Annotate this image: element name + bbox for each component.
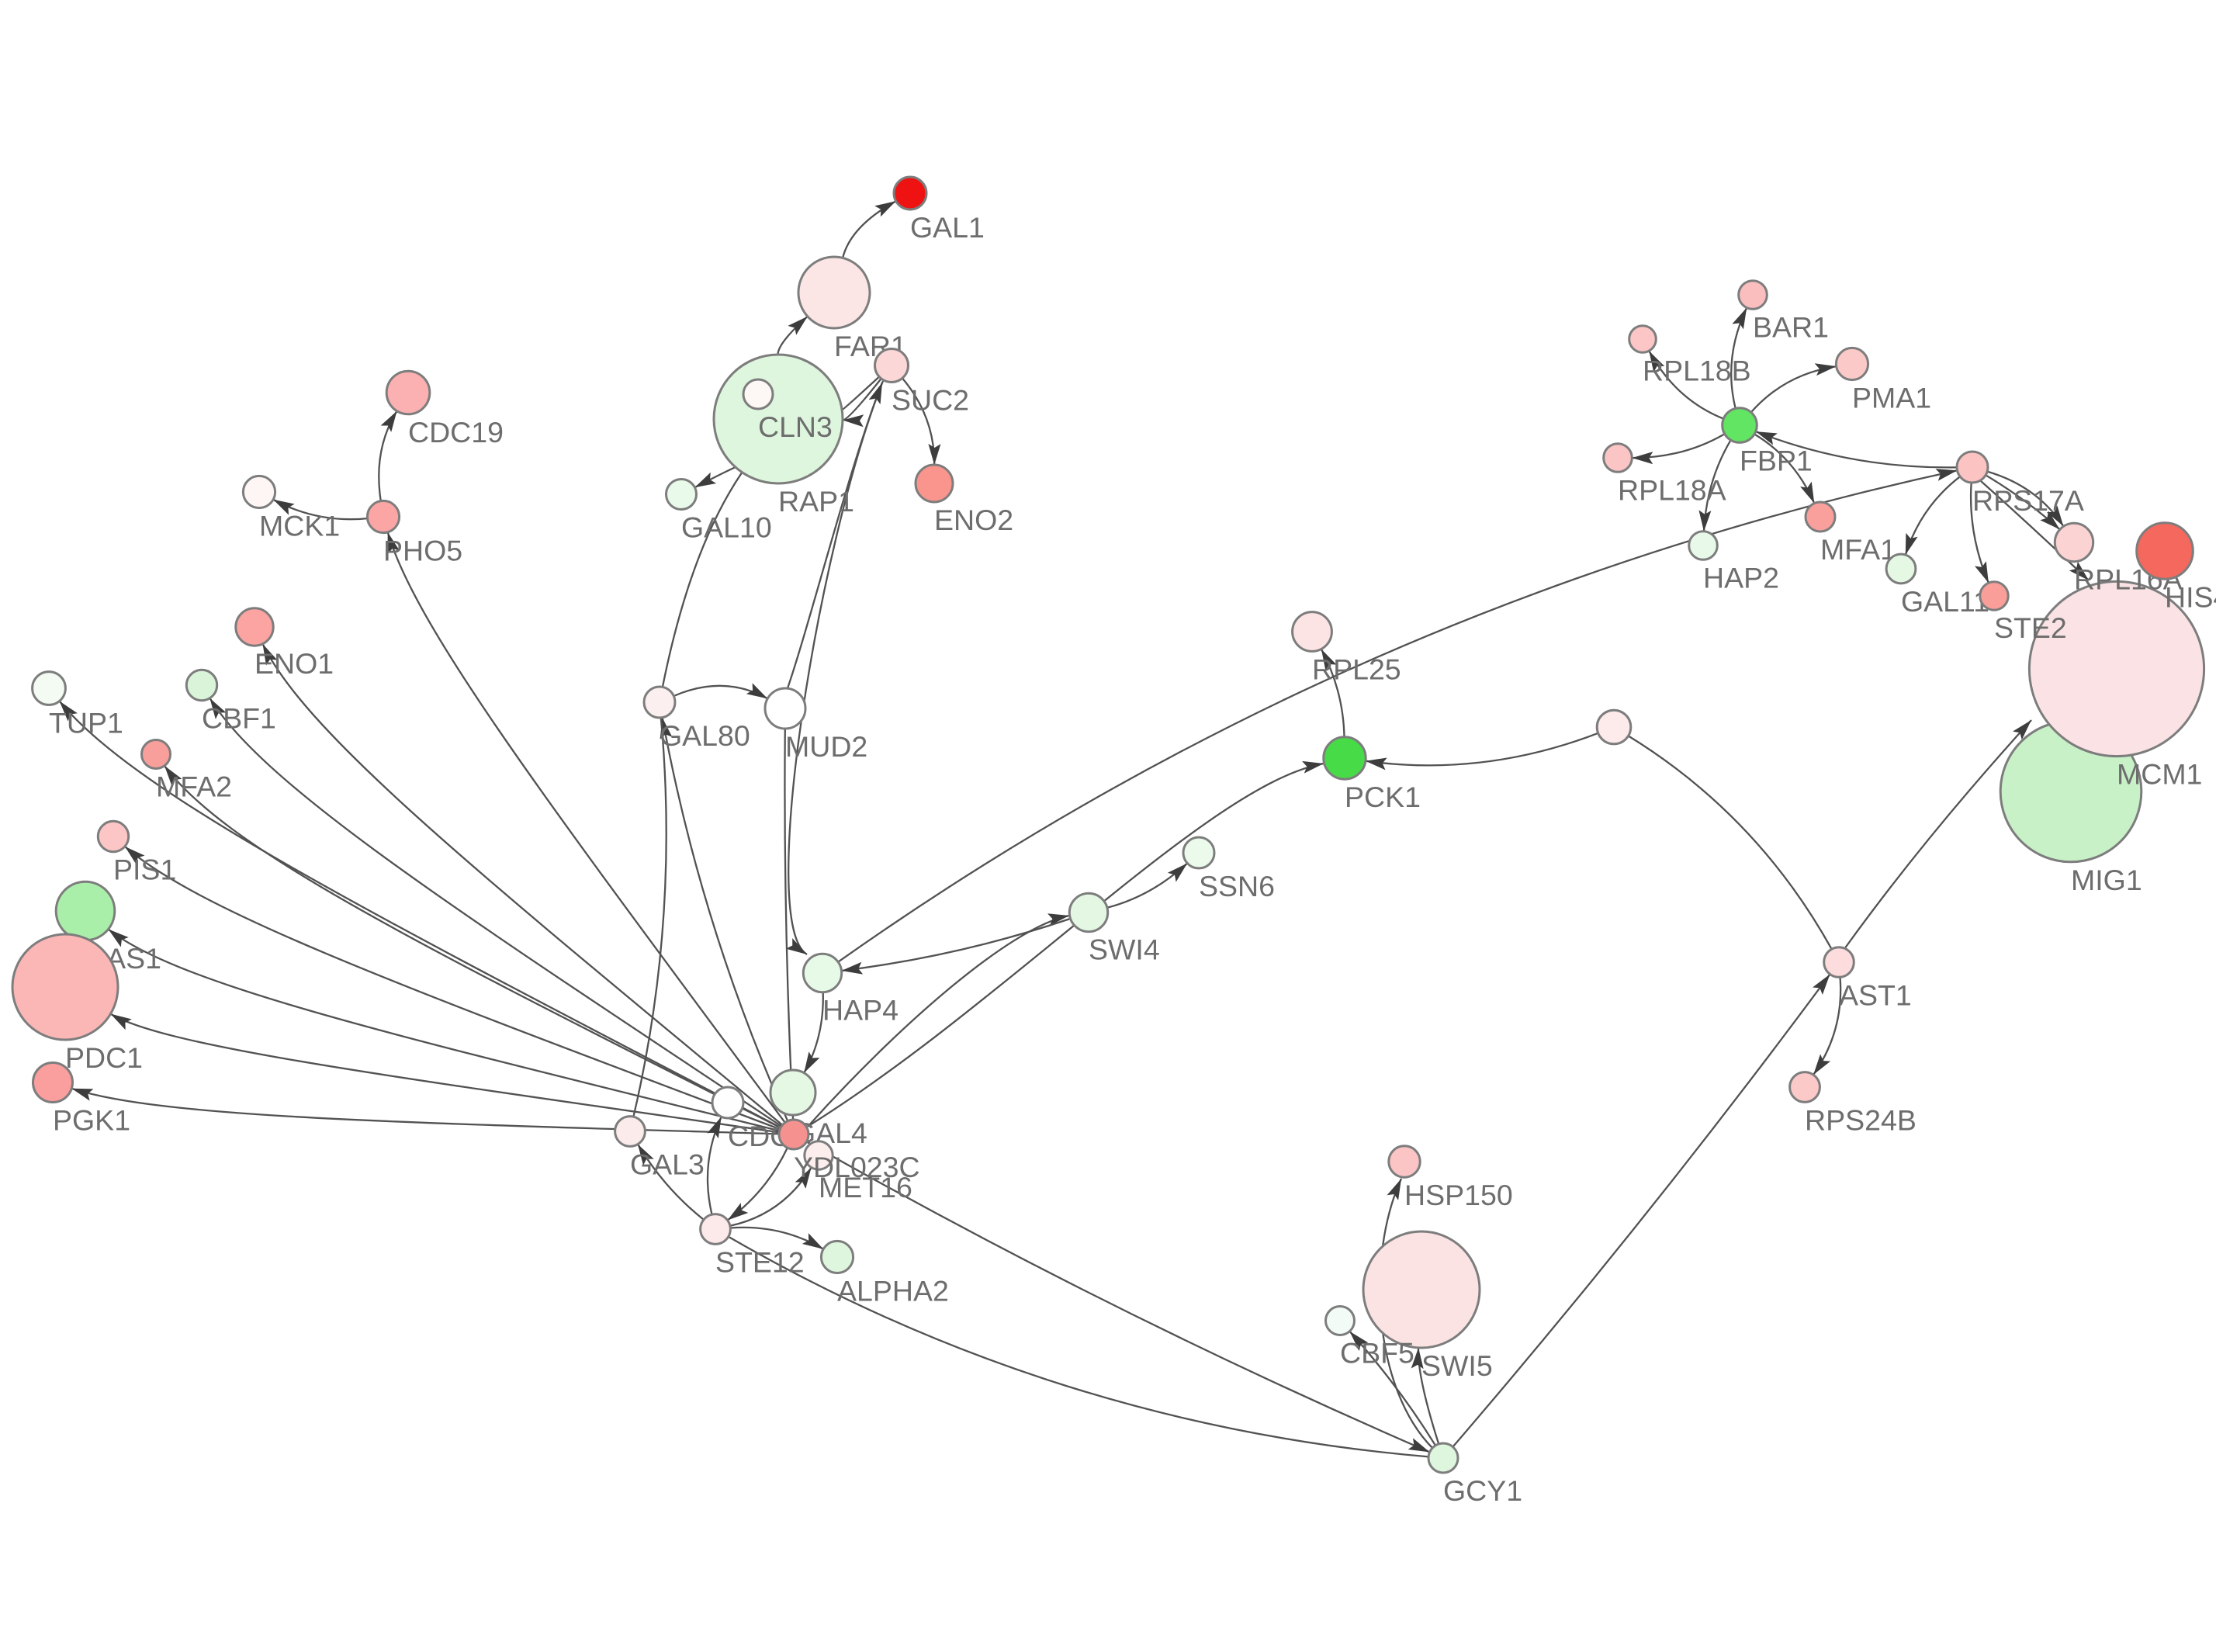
svg-text:ALPHA2: ALPHA2 <box>837 1275 949 1307</box>
svg-text:CBF5: CBF5 <box>1340 1337 1414 1370</box>
svg-text:MFA2: MFA2 <box>156 771 232 803</box>
svg-text:GAL10: GAL10 <box>681 511 772 544</box>
svg-text:ENO2: ENO2 <box>934 504 1013 536</box>
svg-text:GCY1: GCY1 <box>1443 1474 1522 1507</box>
svg-text:SUC2: SUC2 <box>892 384 969 417</box>
svg-text:BAR1: BAR1 <box>1753 310 1829 343</box>
svg-text:FBP1: FBP1 <box>1740 444 1813 476</box>
svg-text:MCM1: MCM1 <box>2117 758 2202 791</box>
svg-text:PMA1: PMA1 <box>1852 382 1931 414</box>
svg-text:YDL023C: YDL023C <box>794 1151 920 1183</box>
svg-text:RPS24B: RPS24B <box>1805 1103 1916 1136</box>
svg-text:MET16: MET16 <box>819 1171 912 1204</box>
svg-text:SSN6: SSN6 <box>1199 870 1275 902</box>
svg-text:MCK1: MCK1 <box>259 510 340 542</box>
svg-text:RPS17A: RPS17A <box>1972 484 2084 517</box>
svg-text:SWI5: SWI5 <box>1421 1349 1493 1382</box>
svg-text:RPL18A: RPL18A <box>1618 473 1726 506</box>
svg-text:ENO1: ENO1 <box>254 647 334 680</box>
svg-text:AST1: AST1 <box>1839 978 1912 1011</box>
svg-text:GAL1: GAL1 <box>910 211 985 244</box>
svg-text:CLN3: CLN3 <box>758 410 833 443</box>
svg-text:PGK1: PGK1 <box>53 1104 130 1137</box>
svg-text:GAL3: GAL3 <box>630 1148 705 1180</box>
svg-text:MIG1: MIG1 <box>2071 864 2142 896</box>
svg-text:HIS4: HIS4 <box>2165 580 2216 613</box>
svg-text:STE12: STE12 <box>715 1245 805 1278</box>
svg-text:PIS1: PIS1 <box>113 854 176 886</box>
svg-text:STE2: STE2 <box>1994 611 2067 644</box>
svg-text:GAL11: GAL11 <box>1901 585 1989 618</box>
svg-text:HSP150: HSP150 <box>1404 1179 1513 1211</box>
svg-text:CBF1: CBF1 <box>202 702 276 735</box>
svg-text:CDC19: CDC19 <box>408 416 504 448</box>
svg-text:RPL18B: RPL18B <box>1643 354 1751 386</box>
svg-text:SWI4: SWI4 <box>1089 933 1160 966</box>
svg-text:RPL25: RPL25 <box>1312 653 1401 685</box>
svg-text:RAP1: RAP1 <box>778 485 854 518</box>
svg-text:HAP4: HAP4 <box>822 994 899 1027</box>
svg-text:MUD2: MUD2 <box>785 730 867 763</box>
svg-text:HAP2: HAP2 <box>1703 561 1779 594</box>
svg-text:PDC1: PDC1 <box>65 1041 143 1074</box>
svg-text:GAL80: GAL80 <box>660 719 750 752</box>
svg-text:PCK1: PCK1 <box>1345 781 1421 813</box>
svg-text:TUP1: TUP1 <box>49 706 123 739</box>
svg-text:MFA1: MFA1 <box>1820 533 1896 566</box>
svg-text:PHO5: PHO5 <box>383 535 462 567</box>
